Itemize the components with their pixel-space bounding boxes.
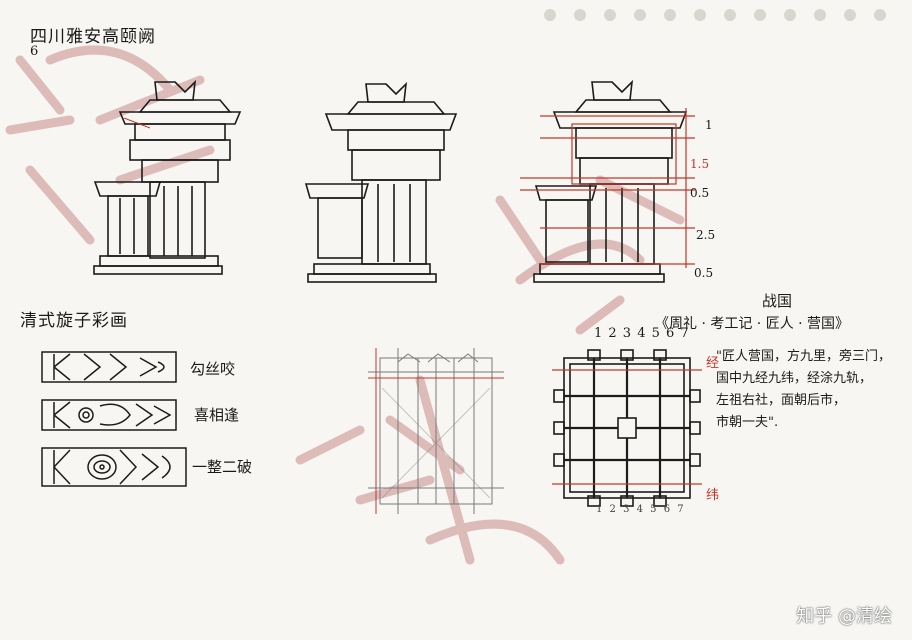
pattern-label-yi-zheng-er-po: 一整二破: [192, 458, 253, 476]
label-wei: 纬: [706, 488, 720, 503]
quote-line: 左祖右社，面朝后市，: [716, 393, 847, 408]
dimension-label: 1.5: [690, 157, 710, 171]
qing-painting-heading: 清式旋子彩画: [20, 311, 128, 331]
pattern-yi-zheng-er-po: [41, 447, 187, 487]
wangcheng-city-plan: [552, 349, 702, 507]
que-tower-elevation-middle: [304, 81, 458, 283]
quote-line: "匠人营国，方九里，旁三门，: [716, 349, 891, 364]
quote-line: 国中九经九纬，经涂九轨，: [716, 371, 873, 386]
timber-frame-pencil-sketch: [368, 348, 504, 514]
dimension-label: 0.5: [694, 266, 714, 280]
que-tower-elevation-dimensioned: [520, 79, 695, 283]
dimension-label: 2.5: [696, 228, 716, 242]
zhihu-watermark: 知乎 @清绘: [796, 606, 892, 627]
pattern-label-gou-si-yao: 勾丝咬: [190, 360, 236, 378]
dimension-label: 0.5: [690, 186, 710, 200]
pattern-xi-xiang-feng: [41, 399, 177, 431]
notebook-ring-holes: [544, 9, 886, 21]
label-jing: 经: [706, 356, 720, 371]
dimension-label: 1: [705, 118, 713, 132]
pattern-label-xi-xiang-feng: 喜相逢: [194, 406, 240, 424]
plan-column-numbers: 1 2 3 4 5 6 7: [594, 326, 690, 341]
pattern-gou-si-yao: [41, 351, 177, 383]
kaogongji-quote: "匠人营国，方九里，旁三门， 国中九经九纬，经涂九轨， 左祖右社，面朝后市， 市…: [716, 346, 912, 434]
page-title: 四川雅安高颐阙: [30, 27, 156, 47]
plan-bottom-numbers: 1 2 3 4 5 6 7: [596, 504, 686, 515]
page-number: 6: [30, 44, 39, 59]
que-tower-elevation-left: [93, 79, 242, 275]
zhanguo-heading: 战国: [762, 292, 793, 310]
quote-line: 市朝一夫".: [716, 415, 779, 430]
book-title: 《周礼 · 考工记 · 匠人 · 营国》: [655, 316, 850, 332]
